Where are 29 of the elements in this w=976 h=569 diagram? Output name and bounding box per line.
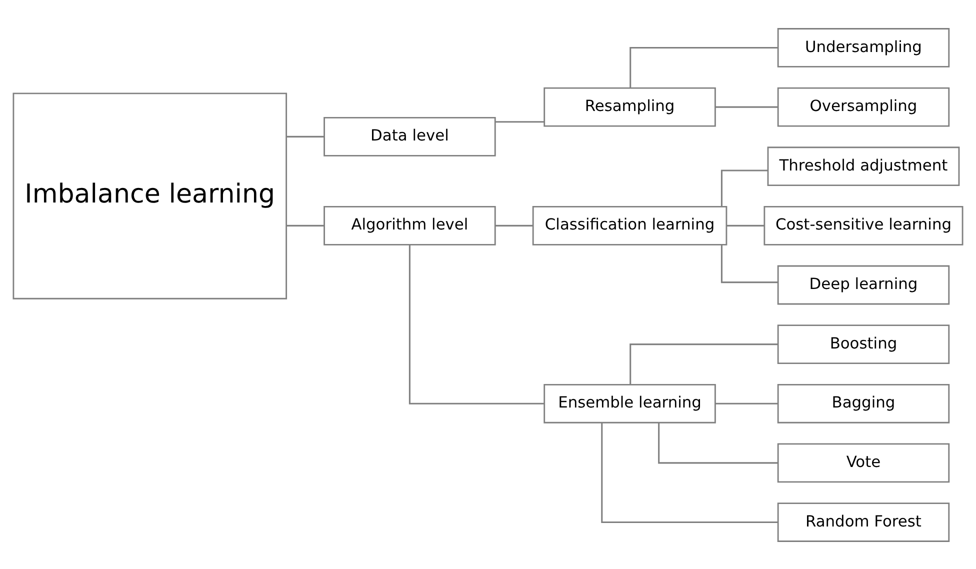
connector — [495, 224, 533, 226]
node-box: Threshold adjustment — [767, 146, 960, 186]
connector — [630, 343, 778, 384]
node-box: Ensemble learning — [544, 383, 716, 423]
connector — [408, 244, 544, 404]
node-box: Imbalance learning — [12, 92, 288, 299]
connector — [658, 422, 778, 464]
node-box: Undersampling — [777, 28, 950, 67]
node-box: Deep learning — [777, 264, 950, 304]
node-box: Boosting — [777, 324, 950, 364]
node-box: Oversampling — [777, 86, 950, 126]
node-box: Algorithm level — [324, 205, 496, 245]
connector — [715, 106, 778, 108]
node-box: Data level — [324, 116, 496, 156]
node-box: Classification learning — [532, 205, 728, 245]
connector — [720, 244, 778, 283]
connector — [630, 46, 778, 88]
node-box: Random Forest — [777, 502, 950, 542]
connector — [720, 169, 768, 206]
connector — [726, 224, 764, 226]
node-box: Cost-sensitive learning — [764, 205, 964, 245]
connector — [286, 135, 324, 137]
node-box: Vote — [777, 442, 950, 482]
connector — [495, 120, 544, 122]
connector — [286, 224, 324, 226]
connector — [601, 422, 778, 523]
node-box: Bagging — [777, 383, 950, 423]
connector — [715, 402, 778, 404]
node-box: Resampling — [544, 86, 716, 126]
